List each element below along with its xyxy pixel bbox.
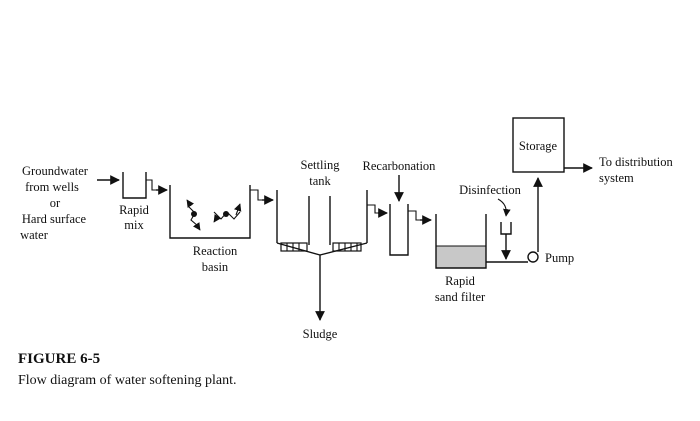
disinfection-feeder	[500, 222, 512, 235]
figure-title: FIGURE 6-5	[18, 351, 100, 367]
svg-text:Groundwater: Groundwater	[22, 164, 89, 178]
pump-label: Pump	[545, 251, 574, 265]
flocculator-paddle-icon	[186, 199, 201, 231]
svg-text:Settling: Settling	[301, 158, 341, 172]
sludge-label: Sludge	[303, 327, 338, 341]
disinfection-label: Disinfection	[459, 183, 522, 197]
flocculator-paddle-icon	[213, 203, 242, 223]
svg-text:Reaction: Reaction	[193, 244, 238, 258]
source-label: Groundwater from wells or Hard surface w…	[20, 164, 89, 242]
storage-tank	[512, 117, 565, 173]
svg-text:water: water	[20, 228, 49, 242]
svg-text:tank: tank	[309, 174, 331, 188]
distribution-label: To distribution system	[599, 155, 674, 185]
svg-text:from wells: from wells	[25, 180, 79, 194]
pump-icon	[527, 251, 539, 263]
recarbonation-label: Recarbonation	[363, 159, 437, 173]
reaction-basin-tank	[169, 185, 251, 239]
figure-caption: Flow diagram of water softening plant.	[18, 373, 237, 388]
rapid-sand-filter-label: Rapid sand filter	[435, 274, 486, 304]
sludge-scraper-icon	[280, 242, 362, 252]
reaction-outlet-pipe	[250, 189, 266, 201]
recarbonation-outlet-pipe	[408, 210, 424, 221]
settling-outlet-pipe	[367, 204, 381, 214]
settling-tank	[276, 190, 368, 321]
svg-text:or: or	[50, 196, 61, 210]
svg-text:mix: mix	[124, 218, 144, 232]
rapid-mix-label: Rapid mix	[119, 203, 150, 232]
svg-text:basin: basin	[202, 260, 229, 274]
storage-label: Storage	[519, 139, 558, 153]
rapid-mix-tank	[122, 172, 147, 199]
svg-text:To distribution: To distribution	[599, 155, 674, 169]
svg-text:system: system	[599, 171, 634, 185]
rapid-sand-filter-tank	[435, 214, 487, 269]
svg-text:Rapid: Rapid	[445, 274, 476, 288]
svg-text:Rapid: Rapid	[119, 203, 150, 217]
recarbonation-tank	[389, 204, 409, 256]
svg-text:sand filter: sand filter	[435, 290, 486, 304]
settling-tank-label: Settling tank	[301, 158, 341, 188]
rapid-mix-outlet-pipe	[146, 179, 160, 191]
reaction-basin-label: Reaction basin	[193, 244, 238, 274]
svg-text:Hard surface: Hard surface	[22, 212, 87, 226]
disinfection-pointer	[497, 198, 511, 217]
filter-media	[436, 246, 486, 268]
